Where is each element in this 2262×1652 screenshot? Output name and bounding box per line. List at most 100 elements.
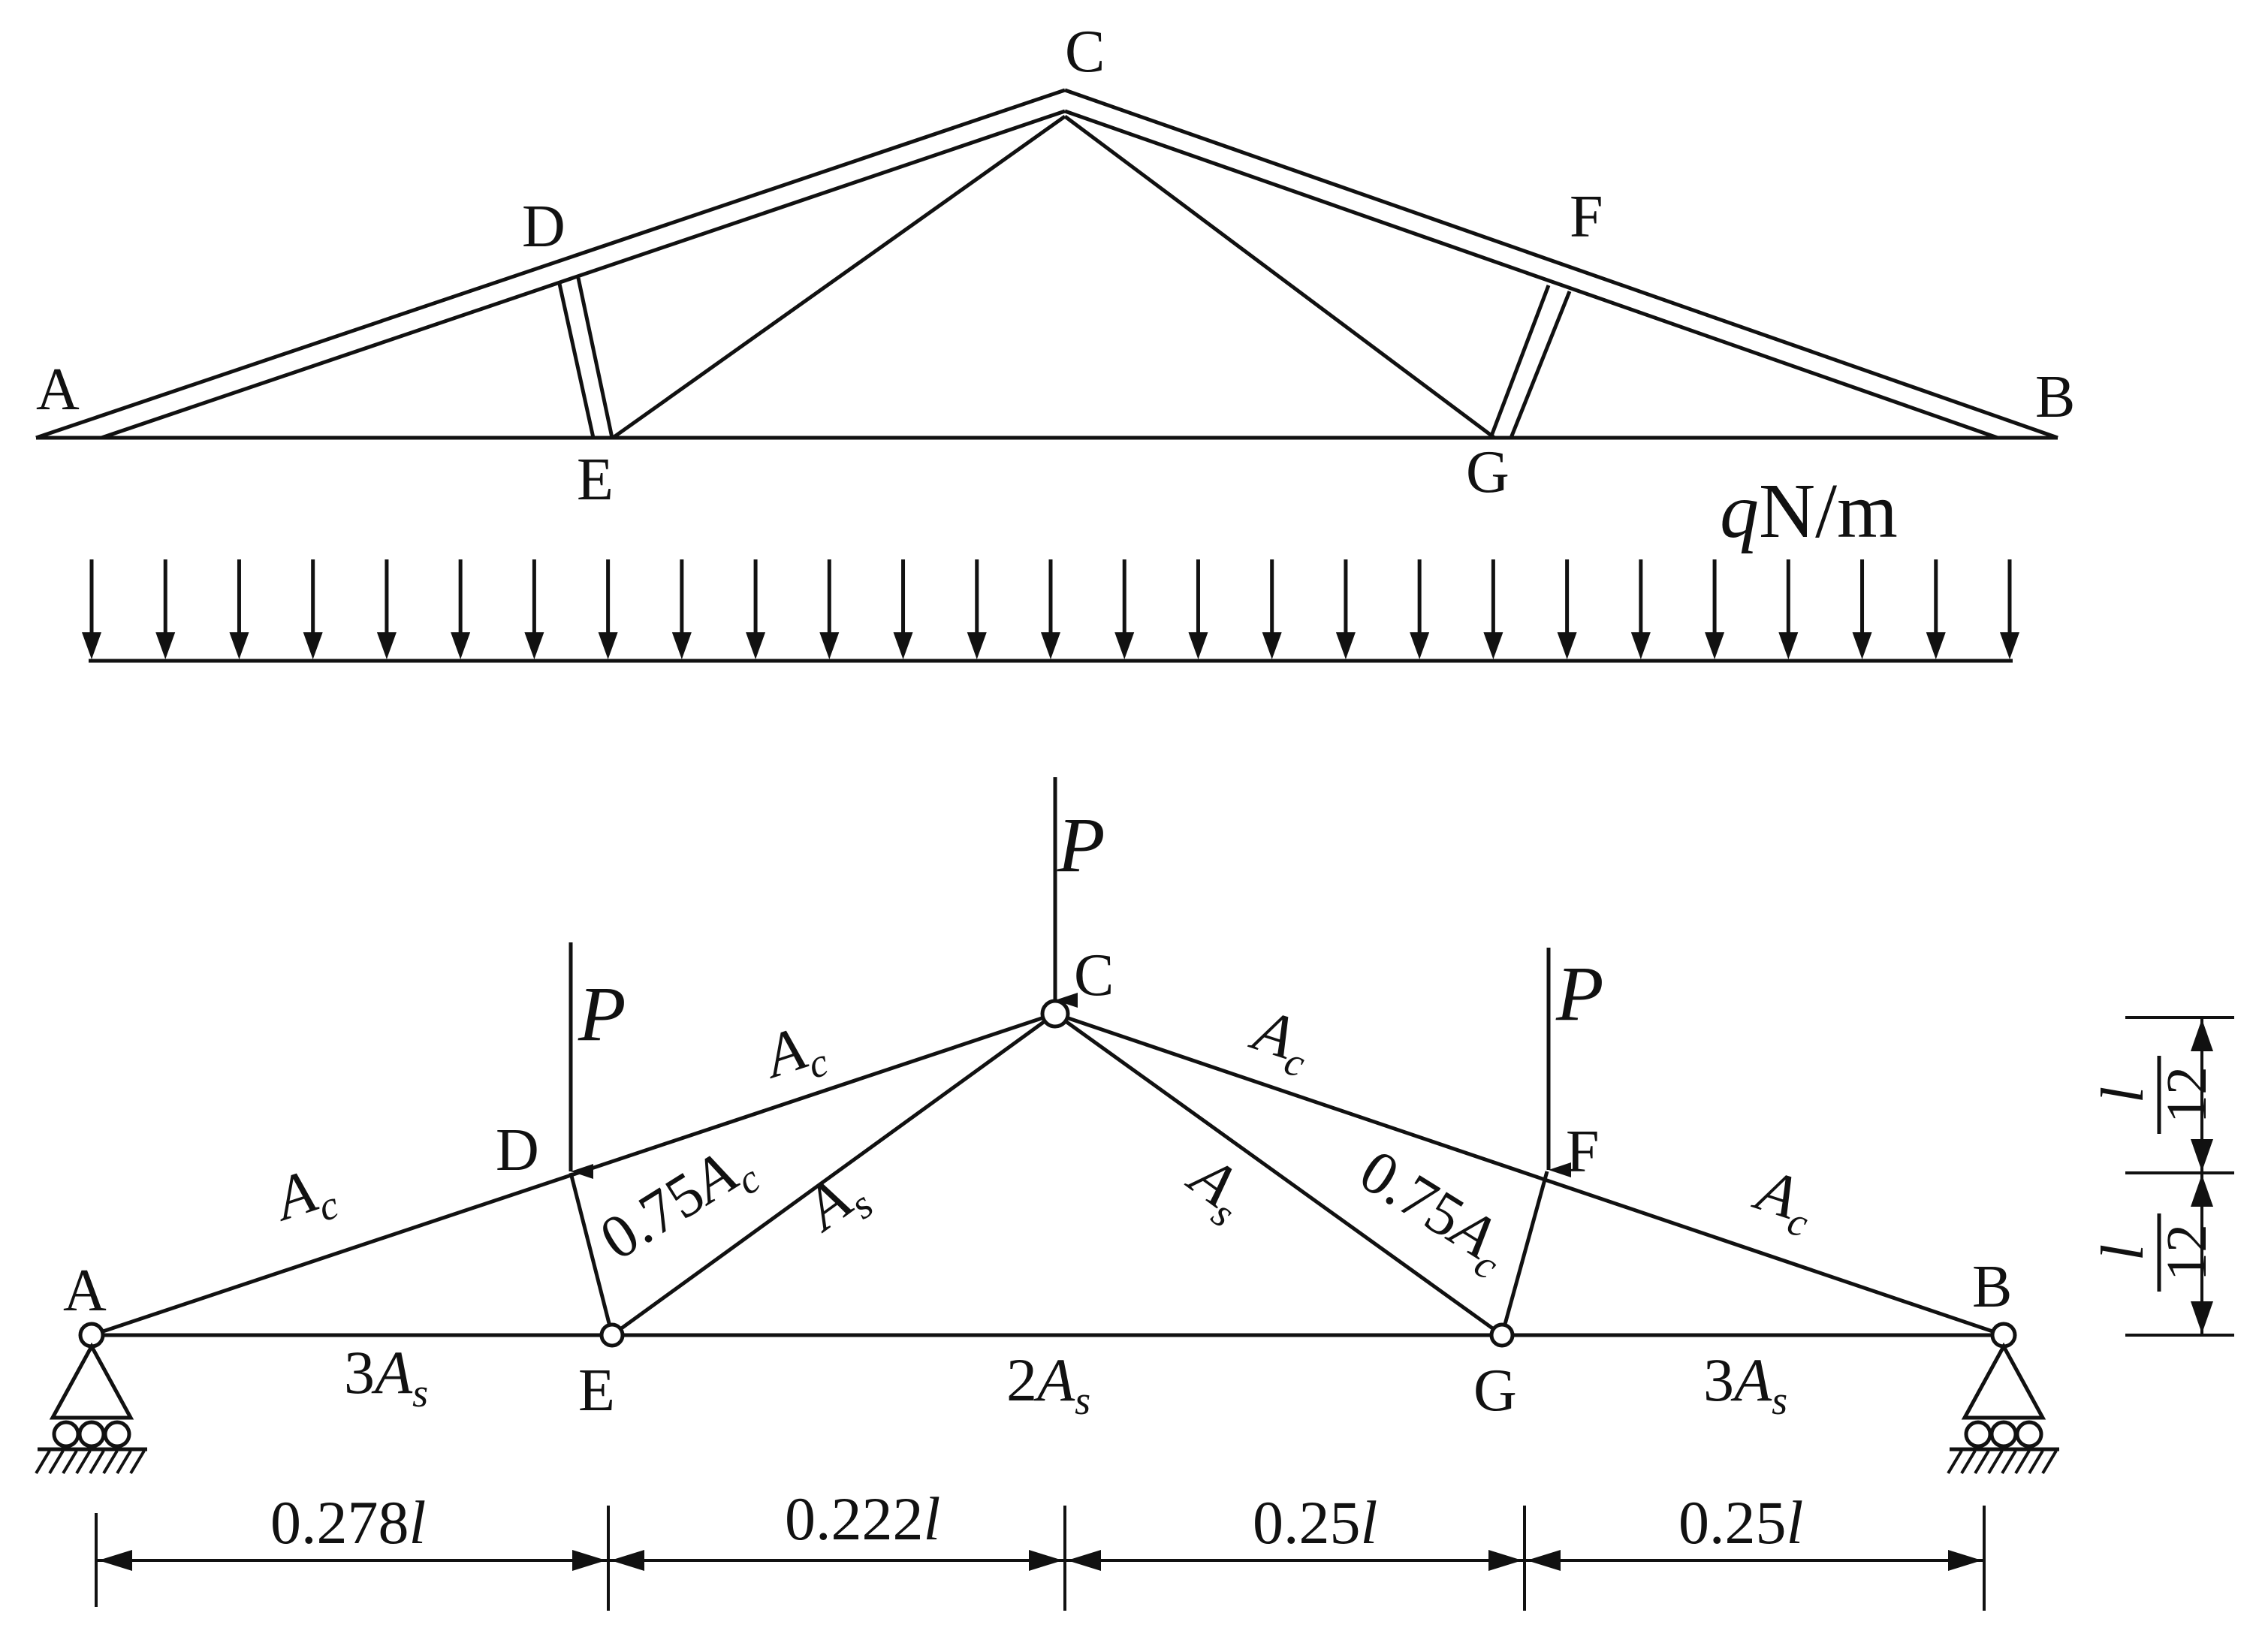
ground-hatch <box>1960 1449 1977 1475</box>
load-arrow-head <box>1926 632 1946 659</box>
dim-arrow-right <box>1029 1550 1063 1571</box>
ground-hatch <box>1974 1449 1990 1475</box>
top-chord-right-outer <box>1064 88 2058 440</box>
ground-hatch <box>1947 1449 1963 1475</box>
label-member-fg: 0.75Ac <box>1344 1136 1523 1289</box>
ground-hatch <box>116 1449 132 1475</box>
load-arrow-head <box>376 632 397 659</box>
member-f-g <box>1500 1171 1549 1336</box>
ground-hatch <box>62 1449 78 1475</box>
span-dimensions: 0.278l 0.222l 0.25l 0.25l <box>95 1485 1986 1611</box>
top-web-fg-a <box>1488 285 1551 439</box>
label-member-cf: Ac <box>1240 994 1320 1086</box>
top-node-c: C <box>1065 19 1105 85</box>
load-arrow-head <box>303 632 323 659</box>
load-arrow-head <box>451 632 471 659</box>
top-node-b: B <box>2035 364 2075 430</box>
ground-hatch <box>75 1449 92 1475</box>
svg-text:12: 12 <box>2155 1066 2218 1123</box>
joint-e <box>599 1322 625 1348</box>
member-d-e <box>569 1172 614 1336</box>
node-d: D <box>496 1117 539 1183</box>
top-web-de-a <box>557 283 596 439</box>
label-member-gb: 3As <box>1703 1346 1787 1423</box>
ground-hatch <box>2014 1449 2031 1475</box>
load-label-c: P <box>1057 802 1105 888</box>
dim-span-3: 0.25l <box>1253 1488 1377 1557</box>
load-arrow-head <box>82 632 101 659</box>
node-f: F <box>1566 1119 1600 1185</box>
label-member-fb: Ac <box>1743 1154 1823 1246</box>
ground-hatch <box>48 1449 65 1475</box>
node-e: E <box>578 1358 615 1424</box>
load-arrow-head <box>671 632 692 659</box>
ground-hatch <box>2001 1449 2017 1475</box>
load-arrow-head <box>1483 632 1503 659</box>
load-arrow-head <box>1852 632 1872 659</box>
load-arrow-head <box>1041 632 1060 659</box>
distributed-load-label: qN/m <box>1720 468 1898 554</box>
support-right <box>1947 1342 2059 1475</box>
load-arrow-head <box>1262 632 1282 659</box>
top-web-cg <box>1063 114 1496 440</box>
load-arrow-head <box>1335 632 1356 659</box>
ground-hatch <box>102 1449 119 1475</box>
top-truss: A C D E F G B qN/m <box>35 19 2075 554</box>
load-arrow-head <box>229 632 249 659</box>
ground-hatch <box>2041 1449 2058 1475</box>
top-node-f: F <box>1570 184 1603 250</box>
node-g: G <box>1473 1358 1517 1424</box>
load-arrow-head <box>746 632 766 659</box>
node-a: A <box>63 1258 107 1324</box>
label-member-eg: 2As <box>1006 1346 1090 1423</box>
dim-arrow-left <box>1527 1550 1561 1571</box>
load-unit: N/m <box>1759 468 1898 554</box>
top-chord-right-inner <box>1064 109 1998 440</box>
height-dimensions: l 12 l 12 <box>2090 1016 2234 1337</box>
top-node-e: E <box>577 447 614 513</box>
load-arrow-head <box>1557 632 1577 659</box>
label-member-ae: 3As <box>344 1338 428 1415</box>
node-b: B <box>1972 1254 2012 1320</box>
dim-arrow-right <box>572 1550 606 1571</box>
dim-span-4: 0.25l <box>1678 1488 1803 1557</box>
load-arrow-head <box>1705 632 1725 659</box>
svg-text:l: l <box>2090 1087 2156 1103</box>
top-web-fg-b <box>1509 291 1572 439</box>
height-upper-fraction: l 12 <box>2090 1056 2218 1134</box>
member-a-c <box>91 1011 1056 1337</box>
ground-hatch <box>89 1449 105 1475</box>
ground-hatch <box>2028 1449 2044 1475</box>
bottom-truss: P P P A C D E F G B Ac Ac Ac Ac 0.75Ac A… <box>35 777 2059 1475</box>
ground-hatch <box>129 1449 146 1475</box>
dim-span-1: 0.278l <box>270 1488 426 1557</box>
load-arrow-head <box>155 632 176 659</box>
node-c: C <box>1074 942 1114 1008</box>
member-c-g <box>1054 1011 1503 1337</box>
svg-text:l: l <box>2090 1244 2156 1261</box>
load-arrow-head <box>524 632 544 659</box>
load-label-f: P <box>1555 951 1604 1037</box>
height-lower-fraction: l 12 <box>2090 1213 2218 1292</box>
ground-hatch <box>1987 1449 2004 1475</box>
load-arrow-head <box>1630 632 1651 659</box>
load-arrow-head <box>1410 632 1430 659</box>
load-arrow-head <box>1114 632 1135 659</box>
support-left <box>35 1342 147 1475</box>
joint-c <box>1040 999 1070 1029</box>
label-member-ad: Ac <box>264 1151 344 1243</box>
load-arrow-head <box>893 632 913 659</box>
top-web-ec <box>611 114 1066 440</box>
distributed-load-arrows <box>82 559 2019 663</box>
dim-span-2: 0.222l <box>785 1485 940 1553</box>
dim-arrow-right <box>1488 1550 1522 1571</box>
load-arrow-head <box>819 632 840 659</box>
load-arrow-head <box>967 632 987 659</box>
ground-hatch <box>35 1449 51 1475</box>
dim-arrow-left <box>98 1550 132 1571</box>
dim-arrow-left <box>1067 1550 1101 1571</box>
load-arrow-head <box>2000 632 2019 659</box>
load-arrow-head <box>1778 632 1799 659</box>
